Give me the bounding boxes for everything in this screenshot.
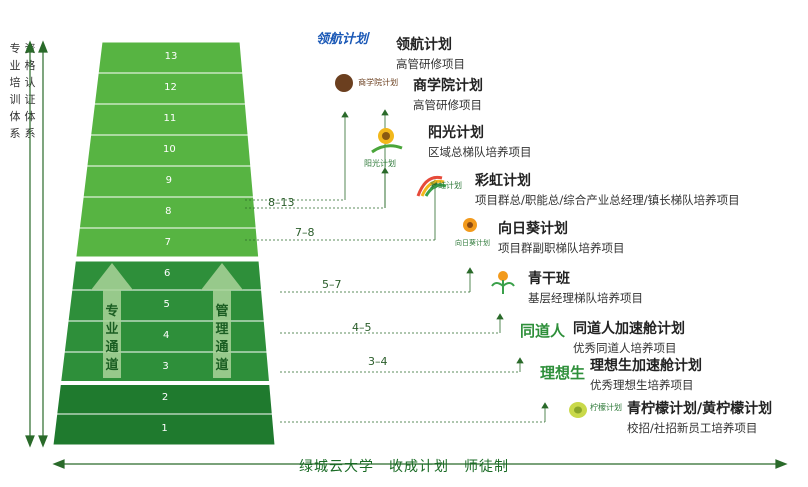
leader-logo-text: 领航计划 [316,32,369,47]
program-tongdaoren: 同道人加速舱计划 优秀同道人培养项目 [573,318,685,356]
lixiangsheng-logo-text: 理想生 [540,364,586,382]
tongdaoren-logo: 同道人 [520,320,570,341]
program-youth-cadre: 青干班 基层经理梯队培养项目 [528,268,643,306]
rainbow-logo-text: 彩虹计划 [430,181,462,190]
professional-channel-arrow [91,263,133,378]
sunflower-logo-text: 向日葵计划 [455,239,490,247]
connector-arrowhead [496,313,504,320]
level-number: 13 [164,50,178,62]
lemon-logo-text: 柠檬计划 [590,403,622,412]
level-number: 8 [165,205,172,217]
program-rainbow: 彩虹计划 项目群总/职能总/综合产业总经理/镇长梯队培养项目 [475,170,740,208]
level-number: 4 [162,329,170,341]
connector-arrowhead [381,109,389,116]
lixiangsheng-logo: 理想生 [540,362,590,383]
program-business-school-desc: 高管研修项目 [413,98,482,112]
leader-logo: 领航计划 [316,28,376,47]
level-number: 6 [164,267,171,279]
ladder-rung-13 [97,41,244,74]
range-label-3-4: 3–4 [368,355,388,368]
sunflower-icon [463,218,477,232]
youth-cadre-sprout-icon [491,271,515,294]
level-number: 1 [161,422,168,434]
range-label-5-7: 5–7 [322,278,342,291]
rainbow-logo: 彩虹计划 [412,170,468,202]
program-leader-name: 领航计划 [396,37,452,53]
side-label-professional-training: 专业培训体系 [9,42,21,140]
bottom-bar: 绿城云大学 收成计划 师徒制 [0,456,808,476]
level-number: 5 [163,298,170,310]
sunshine-flower-icon [371,128,403,154]
tongdaoren-logo-text: 同道人 [520,322,566,340]
program-tongdaoren-desc: 优秀同道人培养项目 [573,341,677,355]
lemon-logo: 柠檬计划 [566,396,622,430]
program-youth-cadre-name: 青干班 [528,271,570,287]
program-sunflower-desc: 项目群副职梯队培养项目 [498,241,625,255]
program-tongdaoren-name: 同道人加速舱计划 [573,321,685,337]
sunshine-logo-text: 阳光计划 [364,159,396,168]
program-lixiangsheng-desc: 优秀理想生培养项目 [590,378,694,392]
level-number: 11 [163,112,177,124]
management-channel-arrow [201,263,243,378]
sunshine-logo: 阳光计划 [364,118,414,169]
bottom-arrow [52,459,788,469]
business-school-logo: 商学院计划 [335,72,405,92]
range-label-4-5: 4–5 [352,321,372,334]
connectors [245,109,549,423]
business-school-logo-text: 商学院计划 [358,78,399,87]
program-leader: 领航计划 高管研修项目 [396,34,465,72]
program-sunflower: 向日葵计划 项目群副职梯队培养项目 [498,218,625,256]
bottom-label: 绿城云大学 收成计划 师徒制 [299,459,509,475]
side-arrows [25,40,48,448]
management-channel-label: 管理通道 [215,304,229,373]
program-lemon-desc: 校招/社招新员工培养项目 [627,421,758,435]
level-number: 7 [164,236,171,248]
level-number: 2 [161,391,169,403]
range-label-8-13: 8–13 [268,196,295,209]
youth-cadre-logo [488,266,522,300]
program-sunshine: 阳光计划 区域总梯队培养项目 [428,122,532,160]
connector-arrowhead [541,402,549,409]
program-business-school-name: 商学院计划 [413,78,483,94]
channel-arrows [91,263,243,378]
connector-arrowhead [516,357,524,364]
program-lixiangsheng-name: 理想生加速舱计划 [590,358,702,374]
level-number: 3 [162,360,169,372]
program-sunshine-name: 阳光计划 [428,125,484,141]
program-rainbow-desc: 项目群总/职能总/综合产业总经理/镇长梯队培养项目 [475,193,740,207]
program-lemon-name: 青柠檬计划/黄柠檬计划 [627,401,773,417]
program-lixiangsheng: 理想生加速舱计划 优秀理想生培养项目 [590,355,702,393]
sunflower-logo: 向日葵计划 [455,216,501,248]
range-label-7-8: 7–8 [295,226,315,239]
connector-arrowhead [466,267,474,274]
program-sunflower-name: 向日葵计划 [498,221,568,237]
professional-channel-label: 专业通道 [105,304,119,373]
rainbow-icon [416,175,447,197]
level-number: 10 [163,143,176,155]
program-lemon: 青柠檬计划/黄柠檬计划 校招/社招新员工培养项目 [627,398,772,436]
program-leader-desc: 高管研修项目 [396,57,465,71]
program-rainbow-name: 彩虹计划 [475,173,531,189]
program-youth-cadre-desc: 基层经理梯队培养项目 [528,291,643,305]
level-number: 12 [164,81,177,93]
lemon-icon [569,402,587,418]
level-number: 9 [165,174,173,186]
program-sunshine-desc: 区域总梯队培养项目 [428,145,532,159]
program-business-school: 商学院计划 高管研修项目 [413,75,483,113]
connector-arrowhead [341,111,349,118]
business-school-seal-icon [335,73,353,92]
